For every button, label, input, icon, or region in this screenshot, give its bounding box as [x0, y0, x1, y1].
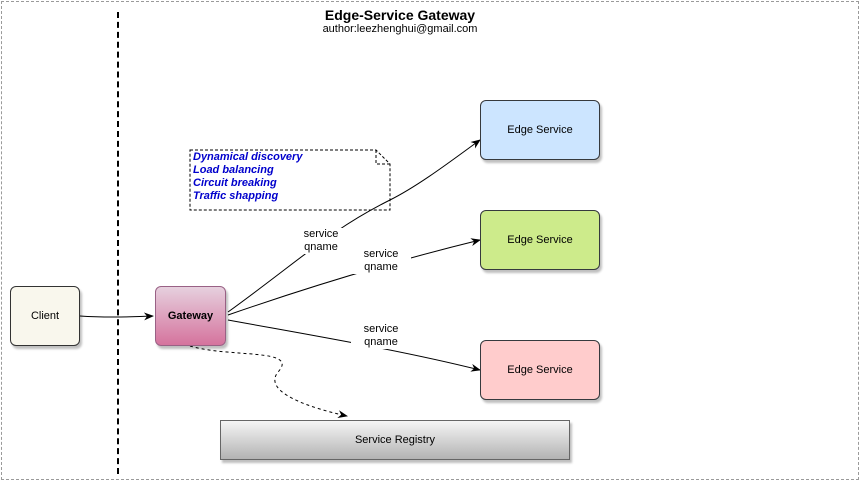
note-line: Dynamical discovery: [193, 151, 303, 163]
edge-service-node-2[interactable]: Edge Service: [480, 210, 600, 270]
edge-label-line: service: [303, 228, 339, 240]
gateway-node[interactable]: Gateway: [155, 286, 226, 346]
diagram-author: author:leezhenghui@gmail.com: [322, 23, 478, 35]
client-node[interactable]: Client: [10, 286, 80, 346]
edge-label-service-2: service qname: [351, 248, 411, 274]
edge-label-service-3: service qname: [351, 323, 411, 349]
edge-client-gateway: [79, 312, 154, 321]
note-line: Load balancing: [193, 164, 274, 176]
edge-label-line: service: [363, 323, 399, 335]
edge-label-service-1: service qname: [291, 228, 351, 254]
service-registry-node[interactable]: Service Registry: [220, 420, 570, 460]
edge-service-node-1[interactable]: Edge Service: [480, 100, 600, 160]
note-line: Traffic shapping: [193, 190, 279, 202]
edge-label-line: qname: [364, 336, 398, 348]
edge-label-line: service: [363, 248, 399, 260]
note-line: Circuit breaking: [193, 177, 277, 189]
edge-gateway-registry: [189, 345, 348, 419]
edge-gateway-service-1: [227, 139, 481, 313]
edge-service-node-3[interactable]: Edge Service: [480, 340, 600, 400]
zone-divider: [117, 12, 119, 474]
feature-note: Dynamical discovery Load balancing Circu…: [193, 151, 383, 203]
diagram-title: Edge-Service Gateway: [324, 7, 476, 23]
note-shape: [189, 149, 391, 211]
edge-label-line: qname: [364, 261, 398, 273]
edge-label-line: qname: [304, 241, 338, 253]
edge-gateway-service-2: [227, 238, 481, 316]
